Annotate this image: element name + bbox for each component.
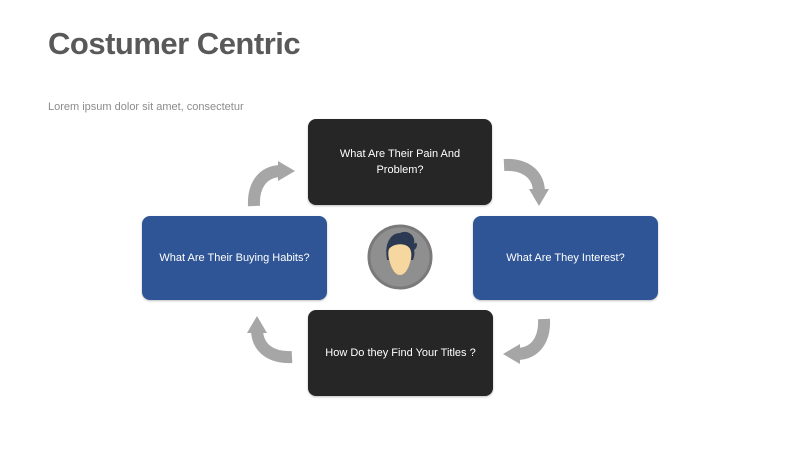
box-label: What Are Their Pain And Problem?	[339, 147, 461, 177]
person-avatar-icon	[366, 223, 434, 291]
curved-arrow-bottom-to-left-icon	[246, 314, 296, 364]
curved-arrow-top-to-right-icon	[500, 158, 550, 208]
page-title: Costumer Centric	[48, 26, 301, 61]
diagram-box-pain-and-problem: What Are Their Pain And Problem?	[308, 119, 492, 205]
diagram-box-interest: What Are They Interest?	[473, 216, 658, 300]
diagram-box-buying-habits: What Are Their Buying Habits?	[142, 216, 327, 300]
curved-arrow-right-to-bottom-icon	[501, 315, 551, 365]
curved-arrow-left-to-top-icon	[247, 160, 297, 210]
slide-subtitle: Lorem ipsum dolor sit amet, consectetur	[48, 101, 244, 113]
diagram-box-find-your-titles: How Do they Find Your Titles ?	[308, 310, 493, 396]
box-label: How Do they Find Your Titles ?	[325, 346, 476, 359]
box-label: What Are Their Buying Habits?	[159, 251, 310, 264]
box-label: What Are They Interest?	[506, 251, 625, 264]
